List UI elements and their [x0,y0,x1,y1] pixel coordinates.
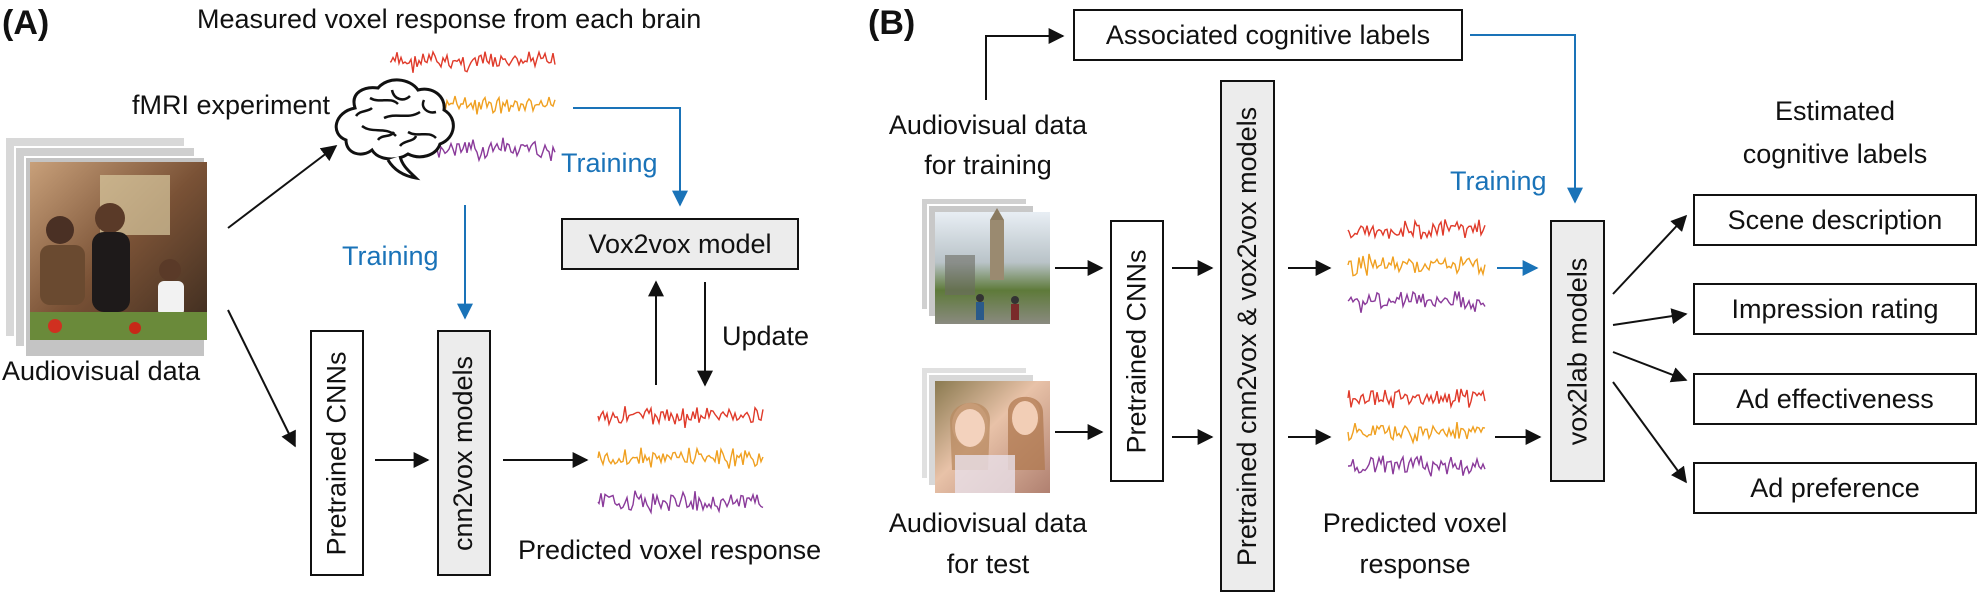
predicted-b-top-wave-2 [1347,253,1486,277]
audiovisual-data-label: Audiovisual data [2,356,201,386]
city-photo [920,197,1050,324]
audiovisual-test-l1: Audiovisual data [888,508,1088,538]
vox2vox-model-box: Vox2vox model [561,218,799,270]
panel-b-label: (B) [868,4,916,42]
output-ad-effectiveness: Ad effectiveness [1693,373,1977,425]
predicted-voxel-response-a: Predicted voxel response [518,535,822,565]
audiovisual-training-l2: for training [924,150,1052,180]
output-scene-description: Scene description [1693,194,1977,246]
training-label-b: Training [1450,166,1547,196]
pretrained-cnns-box-a: Pretrained CNNs [310,330,364,576]
predicted-b-bottom-wave-1 [1347,388,1486,410]
output-ad-preference: Ad preference [1693,462,1977,514]
predicted-b-top-wave-1 [1347,218,1486,240]
vox2lab-models-box: vox2lab models [1550,220,1605,482]
arrows-panel-b-blue [1470,34,1583,276]
predicted-a-wave-1 [597,405,764,429]
estimated-l2: cognitive labels [1742,139,1928,169]
output-impression-rating: Impression rating [1693,283,1977,335]
predicted-a-wave-2 [597,446,764,469]
predicted-b-bottom-wave-3 [1348,454,1486,477]
pretrained-combo-box: Pretrained cnn2vox & vox2vox models [1220,80,1275,592]
estimated-l1: Estimated [1774,96,1896,126]
predicted-voxel-b-l2: response [1359,549,1471,579]
measured-wave-1 [389,49,556,73]
predicted-a-wave-3 [597,490,764,515]
kitchen-photo [4,136,207,358]
girls-photo [920,366,1050,493]
pretrained-cnns-box-b: Pretrained CNNs [1110,220,1164,482]
predicted-b-top-wave-3 [1347,290,1486,313]
update-label: Update [722,321,810,351]
audiovisual-training-l1: Audiovisual data [888,110,1088,140]
measured-voxel-title: Measured voxel response from each brain [197,4,702,34]
fmri-label: fMRI experiment [132,90,331,120]
associated-labels-box: Associated cognitive labels [1073,9,1463,61]
cnn2vox-models-box: cnn2vox models [437,330,491,576]
predicted-voxel-b-l1: Predicted voxel [1322,508,1508,538]
predicted-b-bottom-wave-2 [1347,422,1486,445]
arrows-panel-b [985,28,1688,484]
training-label-left: Training [342,241,439,271]
audiovisual-test-l2: for test [946,549,1030,579]
panel-a-label: (A) [2,4,50,42]
arrows-panel-a-blue [457,107,688,320]
arrows-panel-a [227,145,713,468]
training-label-top: Training [561,148,658,178]
brain-icon [334,78,455,181]
